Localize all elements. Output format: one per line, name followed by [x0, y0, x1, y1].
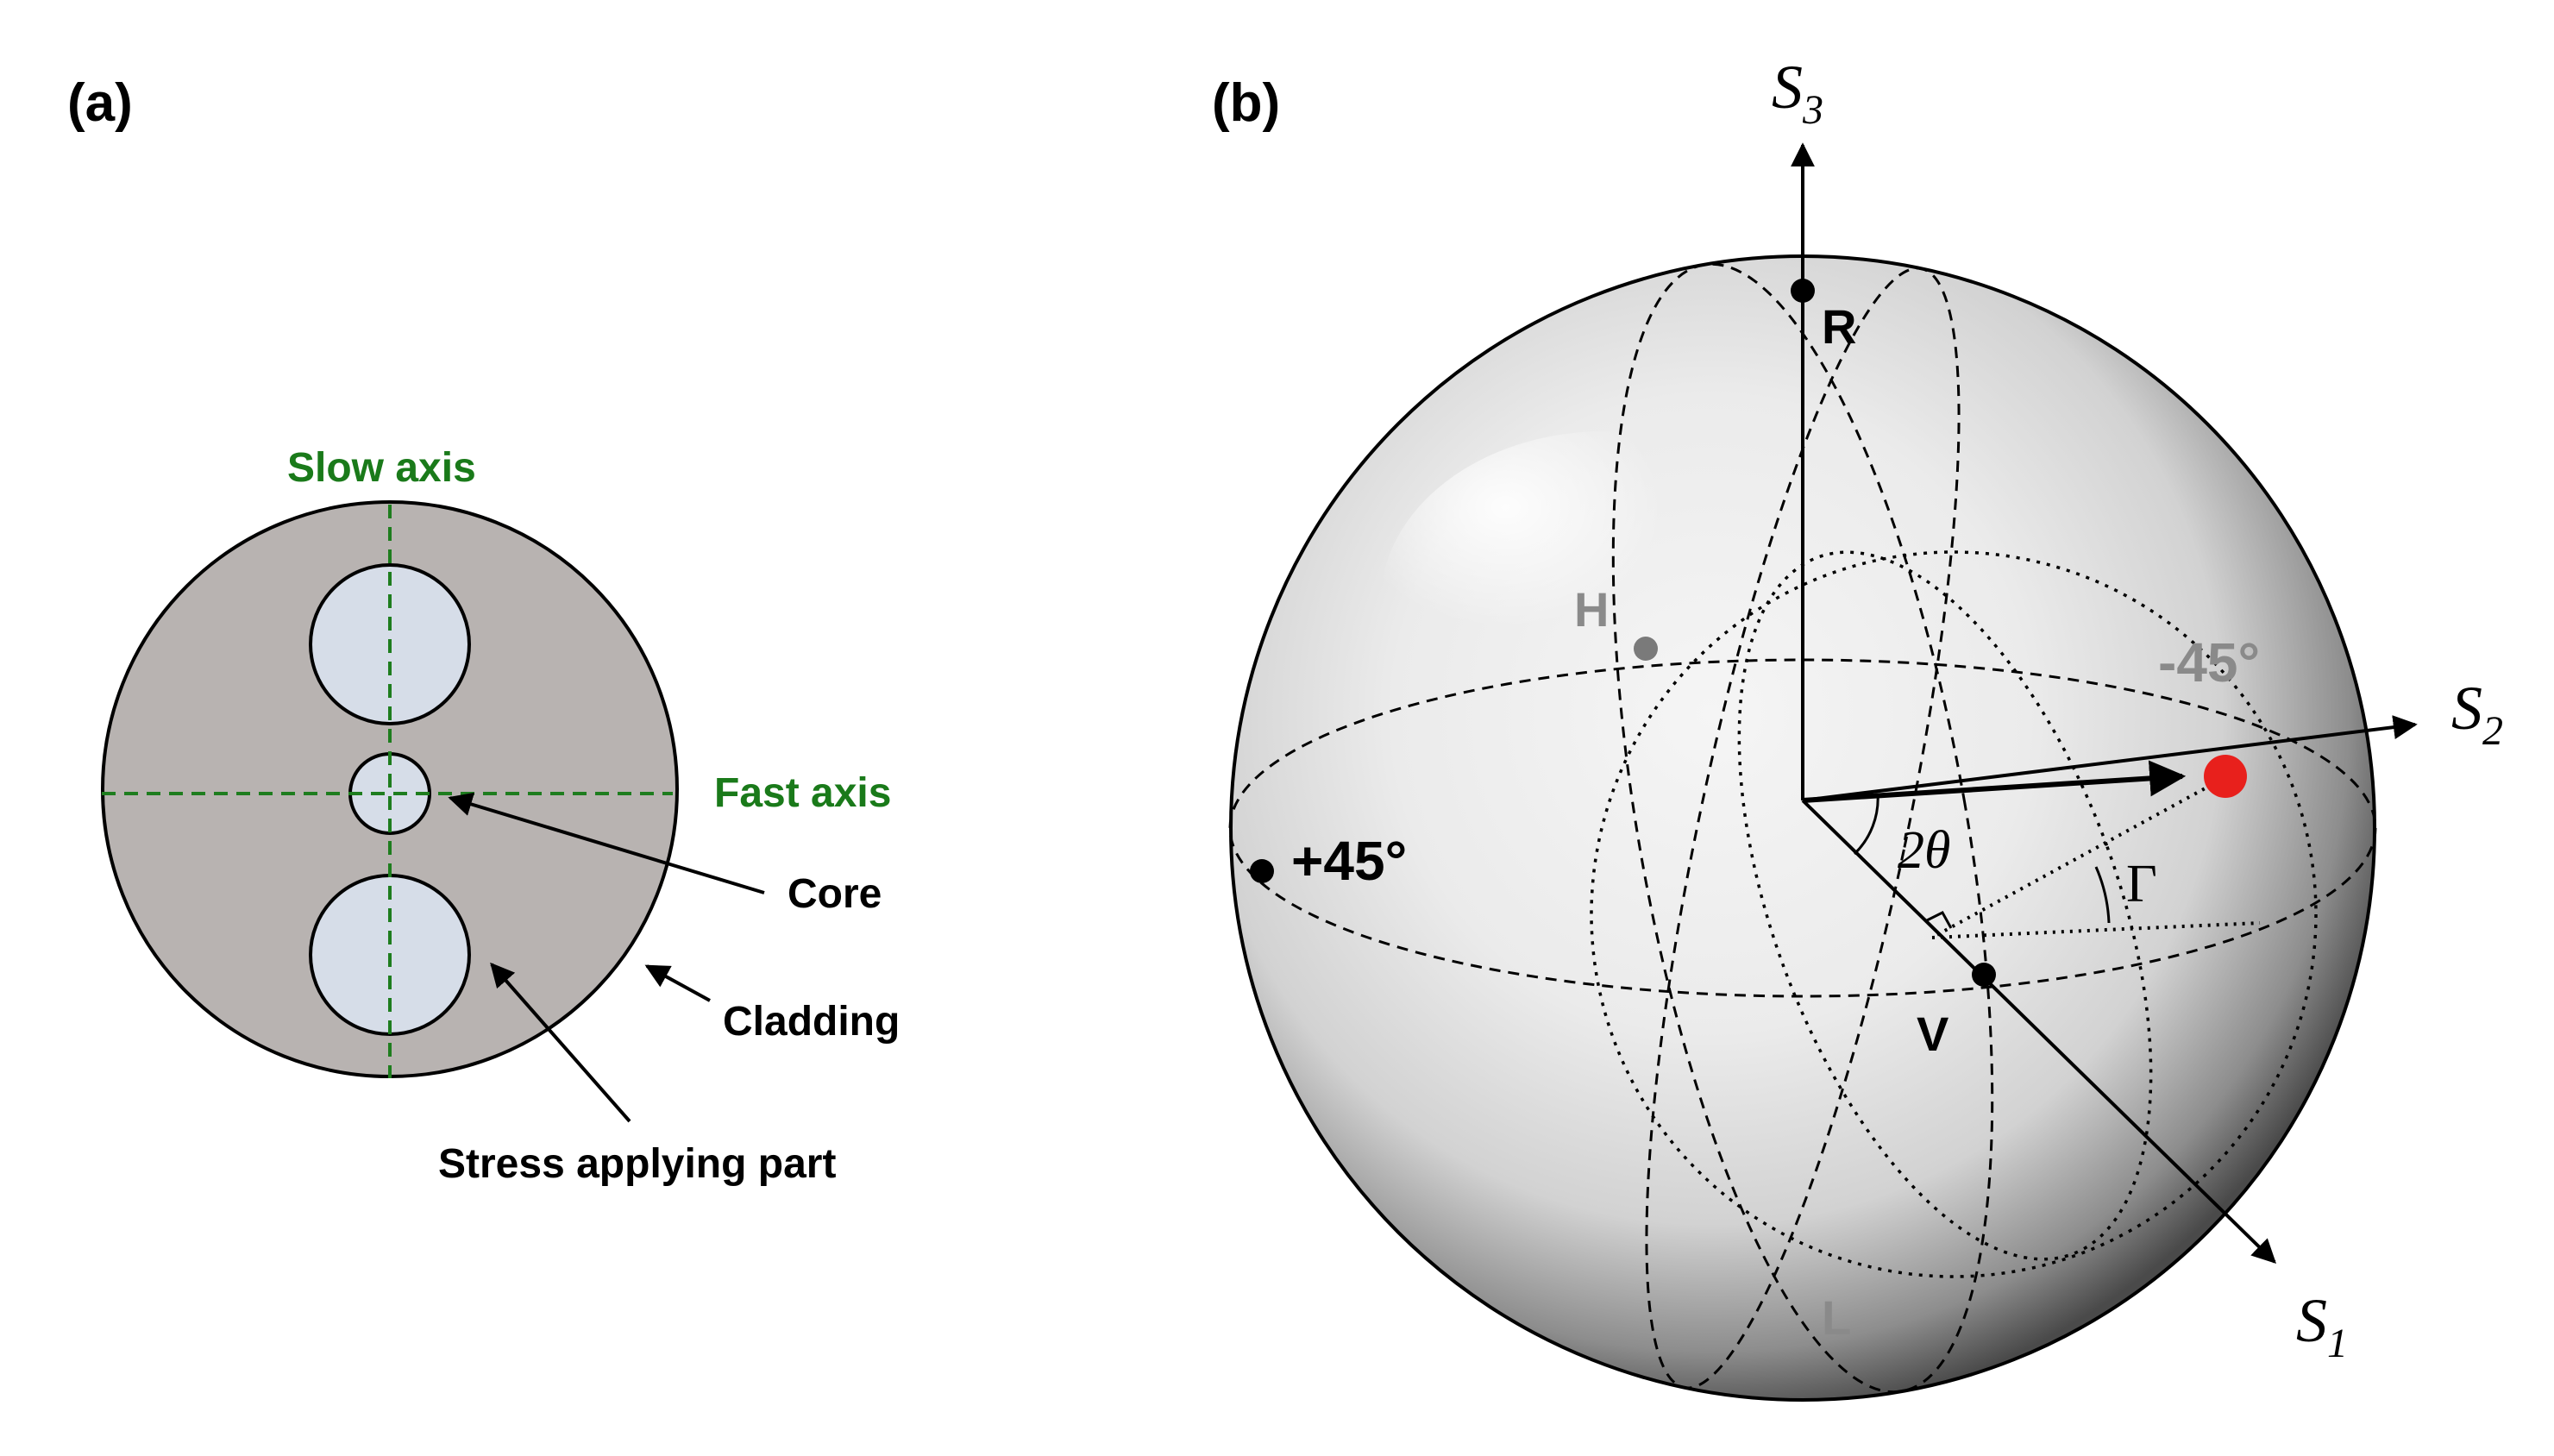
meridian-left: [1611, 262, 1994, 1394]
point-plus45: [1250, 859, 1274, 883]
v-label: V: [1917, 1007, 1948, 1061]
point-h: [1634, 637, 1658, 661]
two-theta-arc: [1853, 793, 1879, 856]
h-label: H: [1574, 582, 1609, 637]
core-label: Core: [788, 871, 882, 917]
point-r: [1791, 279, 1815, 303]
sphere-highlight: [1380, 431, 1829, 776]
s2-label: S2: [2451, 674, 2503, 754]
dotted-meridian: [1737, 550, 2153, 1261]
cladding-label: Cladding: [723, 999, 900, 1045]
two-theta-label: 2θ: [1898, 821, 1950, 880]
state-vector-arrow: [1802, 760, 2187, 803]
equator-ellipse: [1228, 658, 2377, 998]
gamma-base-line: [1931, 921, 2261, 939]
minus45-label: -45°: [2158, 631, 2260, 693]
s3-label: S3: [1772, 53, 1823, 133]
dotted-circle: [1590, 550, 2318, 1278]
slow-axis-label: Slow axis: [287, 445, 476, 491]
panel-b-label: (b): [1212, 73, 1280, 133]
stress-applying-part-label: Stress applying part: [438, 1141, 836, 1187]
point-v: [1972, 963, 1996, 987]
s2-axis-arrow: [1802, 715, 2418, 802]
s1-axis-arrow: [1801, 799, 2277, 1264]
plus45-label: +45°: [1291, 830, 1407, 892]
state-point: [2204, 755, 2247, 798]
right-angle-mark: [1924, 911, 1953, 929]
fast-axis-label: Fast axis: [714, 770, 891, 816]
cladding-pointer-arrow: [644, 964, 711, 1002]
l-label: L: [1822, 1290, 1851, 1345]
stress-pointer-arrow: [490, 962, 631, 1123]
meridian-right: [1645, 267, 1961, 1390]
panel-b: (b) S3 S2 S1: [1212, 53, 2503, 1402]
gamma-arc: [2094, 866, 2111, 924]
r-label: R: [1822, 299, 1856, 354]
s1-label: S1: [2296, 1286, 2348, 1366]
panel-a: (a) Slow axis Fast axis Core Cladding St…: [67, 73, 900, 1187]
gamma-label: Γ: [2126, 855, 2157, 913]
panel-a-label: (a): [67, 73, 133, 133]
core-pointer-arrow: [448, 792, 765, 894]
